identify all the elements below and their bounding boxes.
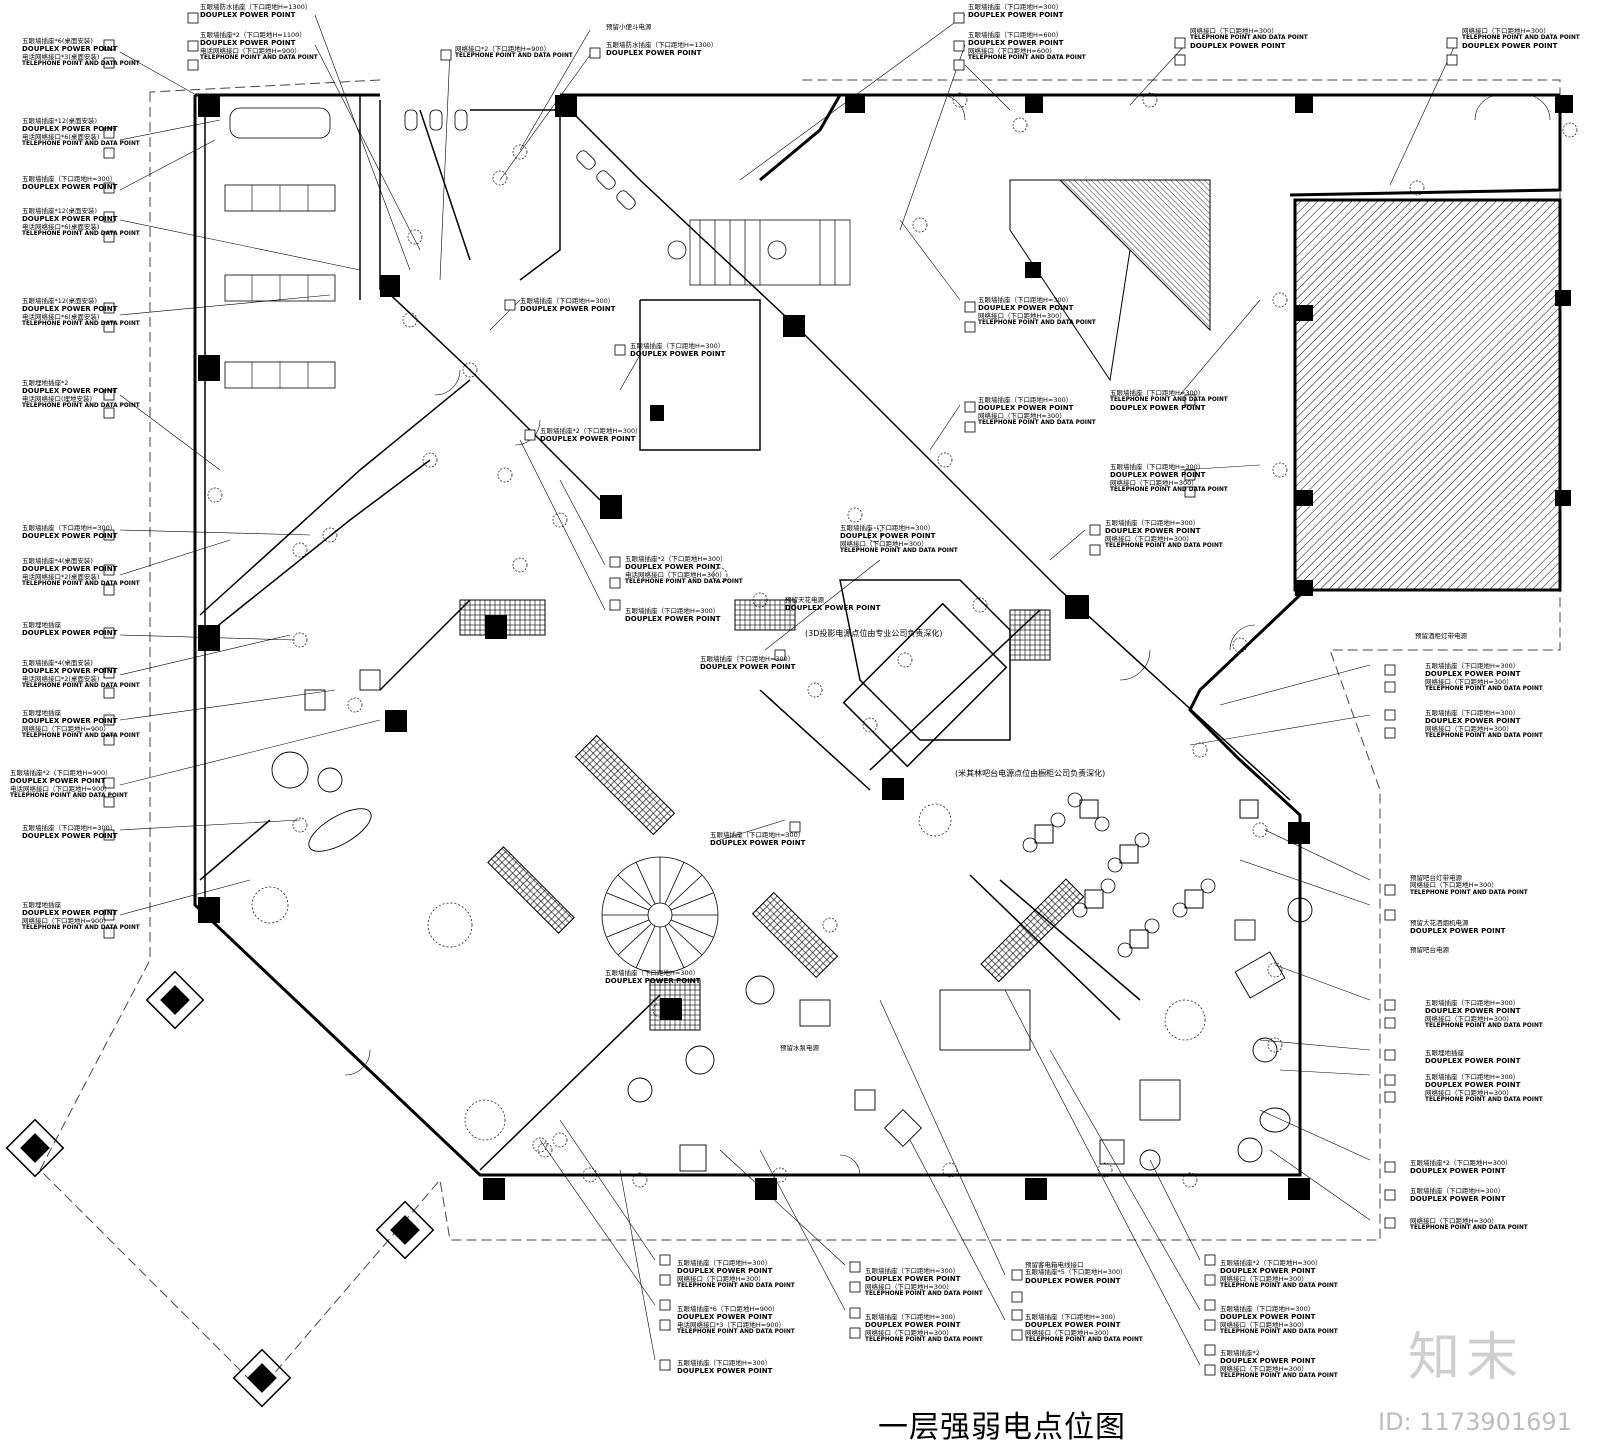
label-bottom-8: 五眼墙插座*2（下口距地H=300）DOUPLEX POWER POINT 网络…	[1220, 1259, 1338, 1289]
note-projection: (3D投影电源点位由专业公司负责深化)	[805, 629, 943, 638]
label-left-1: 五眼墙插座*6(桌面安装)DOUPLEX POWER POINT 电话网络接口*…	[22, 37, 140, 67]
label-top-6: 五眼墙插座（下口距地H=300）DOUPLEX POWER POINT	[968, 3, 1064, 20]
watermark-id: ID: 1173901691	[1378, 1408, 1572, 1436]
label-mid-1: 五眼墙插座（下口距地H=300）DOUPLEX POWER POINT	[520, 297, 616, 314]
label-left-5: 五眼墙插座*12(桌面安装)DOUPLEX POWER POINT 电话网络接口…	[22, 297, 140, 327]
label-right-7: 五眼墙插座（下口距地H=300）DOUPLEX POWER POINT 网络接口…	[1425, 999, 1543, 1029]
label-bottom-6: 预留客电箱电线接口 五眼墙插座*5（下口距地H=300）DOUPLEX POWE…	[1025, 1261, 1127, 1285]
leader-lines	[119, 14, 1456, 1366]
label-mid-6: 五眼墙插座（下口距地H=300）DOUPLEX POWER POINT 网络接口…	[978, 296, 1096, 326]
spiral-staircase	[601, 856, 719, 974]
label-right-9: 五眼墙插座（下口距地H=300）DOUPLEX POWER POINT 网络接口…	[1425, 1073, 1543, 1103]
label-left-4: 五眼墙插座*12(桌面安装)DOUPLEX POWER POINT 电话网络接口…	[22, 207, 140, 237]
label-right-6: 预留吧台电源	[1410, 946, 1449, 954]
label-top-3: 网络接口*2（下口距地H=900）TELEPHONE POINT AND DAT…	[455, 45, 573, 60]
label-top-7: 五眼墙插座（下口距地H=600）DOUPLEX POWER POINT 网络接口…	[968, 31, 1086, 61]
label-bottom-2: 五眼墙插座*6（下口距地H=900）DOUPLEX POWER POINT 电话…	[677, 1305, 795, 1335]
label-mid-3: 五眼墙插座*2（下口距地H=300）DOUPLEX POWER POINT	[540, 427, 642, 444]
label-mid-16: 五眼墙插座（下口距地H=300）DOUPLEX POWER POINT	[605, 969, 701, 986]
label-right-3: 五眼墙插座（下口距地H=300）DOUPLEX POWER POINT 网络接口…	[1425, 709, 1543, 739]
note-kitchen: (米其林吧台电源点位由橱柜公司负责深化)	[955, 769, 1106, 778]
reception-counter	[1009, 179, 1131, 382]
projection-room	[839, 579, 1011, 768]
label-top-4: 预留小便斗电源	[606, 23, 652, 31]
label-right-4: 预留吧台灯带电源 网络接口（下口距地H=300）TELEPHONE POINT …	[1410, 874, 1528, 896]
label-mid-4: 五眼墙插座*2（下口距地H=300）DOUPLEX POWER POINT 电话…	[625, 555, 743, 585]
label-mid-13: 五眼墙插座（下口距地H=300）DOUPLEX POWER POINT	[710, 831, 806, 848]
label-mid-2: 五眼墙插座（下口距地H=300）DOUPLEX POWER POINT	[630, 342, 726, 359]
label-left-10: 五眼墙插座*4(桌面安装)DOUPLEX POWER POINT 电话网络接口*…	[22, 659, 140, 689]
label-mid-8: 五眼墙插座（下口距地H=300）TELEPHONE POINT AND DATA…	[1110, 389, 1228, 413]
label-top-8: 网络接口（下口距地H=300）TELEPHONE POINT AND DATA …	[1190, 27, 1308, 51]
label-bottom-7: 五眼墙插座（下口距地H=300）DOUPLEX POWER POINT 网络接口…	[1025, 1313, 1143, 1343]
floor-outlets	[207, 92, 1578, 1188]
label-right-10: 五眼墙插座*2（下口距地H=300）DOUPLEX POWER POINT	[1410, 1159, 1512, 1176]
watermark-logo: 知末	[1408, 1328, 1525, 1388]
label-mid-12: 五眼墙插座（下口距地H=300）DOUPLEX POWER POINT	[700, 655, 796, 672]
label-mid-11: 五眼墙插座（下口距地H=300）DOUPLEX POWER POINT 网络接口…	[840, 524, 958, 554]
label-mid-15: 预留水泵电源	[780, 1044, 819, 1052]
label-right-12: 网络接口（下口距地H=300）TELEPHONE POINT AND DATA …	[1410, 1217, 1528, 1232]
label-top-2: 五眼墙插座*2（下口距地H=1100）DOUPLEX POWER POINT 电…	[200, 31, 318, 61]
label-left-8: 五眼墙插座*4(桌面安装)DOUPLEX POWER POINT 电话网络接口*…	[22, 557, 140, 587]
columns	[198, 95, 1573, 1200]
office-desks	[224, 107, 336, 389]
label-top-9: 网络接口（下口距地H=300）TELEPHONE POINT AND DATA …	[1462, 27, 1580, 51]
outlet-symbols	[103, 12, 1458, 1376]
hatched-room	[1293, 198, 1562, 592]
stair	[689, 219, 851, 286]
dining-tables	[1022, 792, 1259, 958]
label-left-12: 五眼墙插座*2（下口距地H=900）DOUPLEX POWER POINT 电话…	[10, 769, 128, 799]
drawing-title: 一层强弱电点位图	[878, 1410, 1126, 1445]
label-bottom-9: 五眼墙插座（下口距地H=300）DOUPLEX POWER POINT 网络接口…	[1220, 1305, 1338, 1335]
restroom-fixtures	[404, 109, 787, 260]
label-right-1: 预留酒柜灯带电源	[1415, 632, 1467, 640]
label-bottom-4: 五眼墙插座（下口距地H=300）DOUPLEX POWER POINT 网络接口…	[865, 1267, 983, 1297]
label-top-5: 五眼墙防水插座（下口距地H=1300）DOUPLEX POWER POINT	[606, 41, 718, 58]
label-right-2: 五眼墙插座（下口距地H=300）DOUPLEX POWER POINT 网络接口…	[1425, 662, 1543, 692]
plants	[251, 803, 1206, 1141]
label-left-2: 五眼墙插座*12(桌面安装)DOUPLEX POWER POINT 电话网络接口…	[22, 117, 140, 147]
label-bottom-5: 五眼墙插座（下口距地H=300）DOUPLEX POWER POINT 网络接口…	[865, 1313, 983, 1343]
paving-squares	[5, 970, 435, 1408]
label-bottom-1: 五眼墙插座（下口距地H=300）DOUPLEX POWER POINT 网络接口…	[677, 1259, 795, 1289]
label-top-1: 五眼墙防水插座（下口距地H=1300）DOUPLEX POWER POINT	[200, 3, 312, 20]
label-mid-10: 五眼墙插座（下口距地H=300）DOUPLEX POWER POINT 网络接口…	[1105, 519, 1223, 549]
label-mid-7: 五眼墙插座（下口距地H=300）DOUPLEX POWER POINT 网络接口…	[978, 396, 1096, 426]
label-bottom-3: 五眼墙插座（下口距地H=300）DOUPLEX POWER POINT	[677, 1359, 773, 1376]
lounge-furniture	[271, 669, 1313, 1172]
label-left-3: 五眼墙插座（下口距地H=300）DOUPLEX POWER POINT	[22, 175, 118, 192]
label-mid-5: 五眼墙插座（下口距地H=300）DOUPLEX POWER POINT	[625, 607, 721, 624]
main-walls	[193, 93, 1562, 1177]
interior-walls	[199, 95, 1291, 1171]
label-left-7: 五眼墙插座（下口距地H=300）DOUPLEX POWER POINT	[22, 524, 118, 541]
label-left-13: 五眼墙插座（下口距地H=300）DOUPLEX POWER POINT	[22, 824, 118, 841]
label-right-11: 五眼墙插座（下口距地H=300）DOUPLEX POWER POINT	[1410, 1187, 1506, 1204]
label-mid-9: 五眼墙插座（下口距地H=300）DOUPLEX POWER POINT 网络接口…	[1110, 463, 1228, 493]
